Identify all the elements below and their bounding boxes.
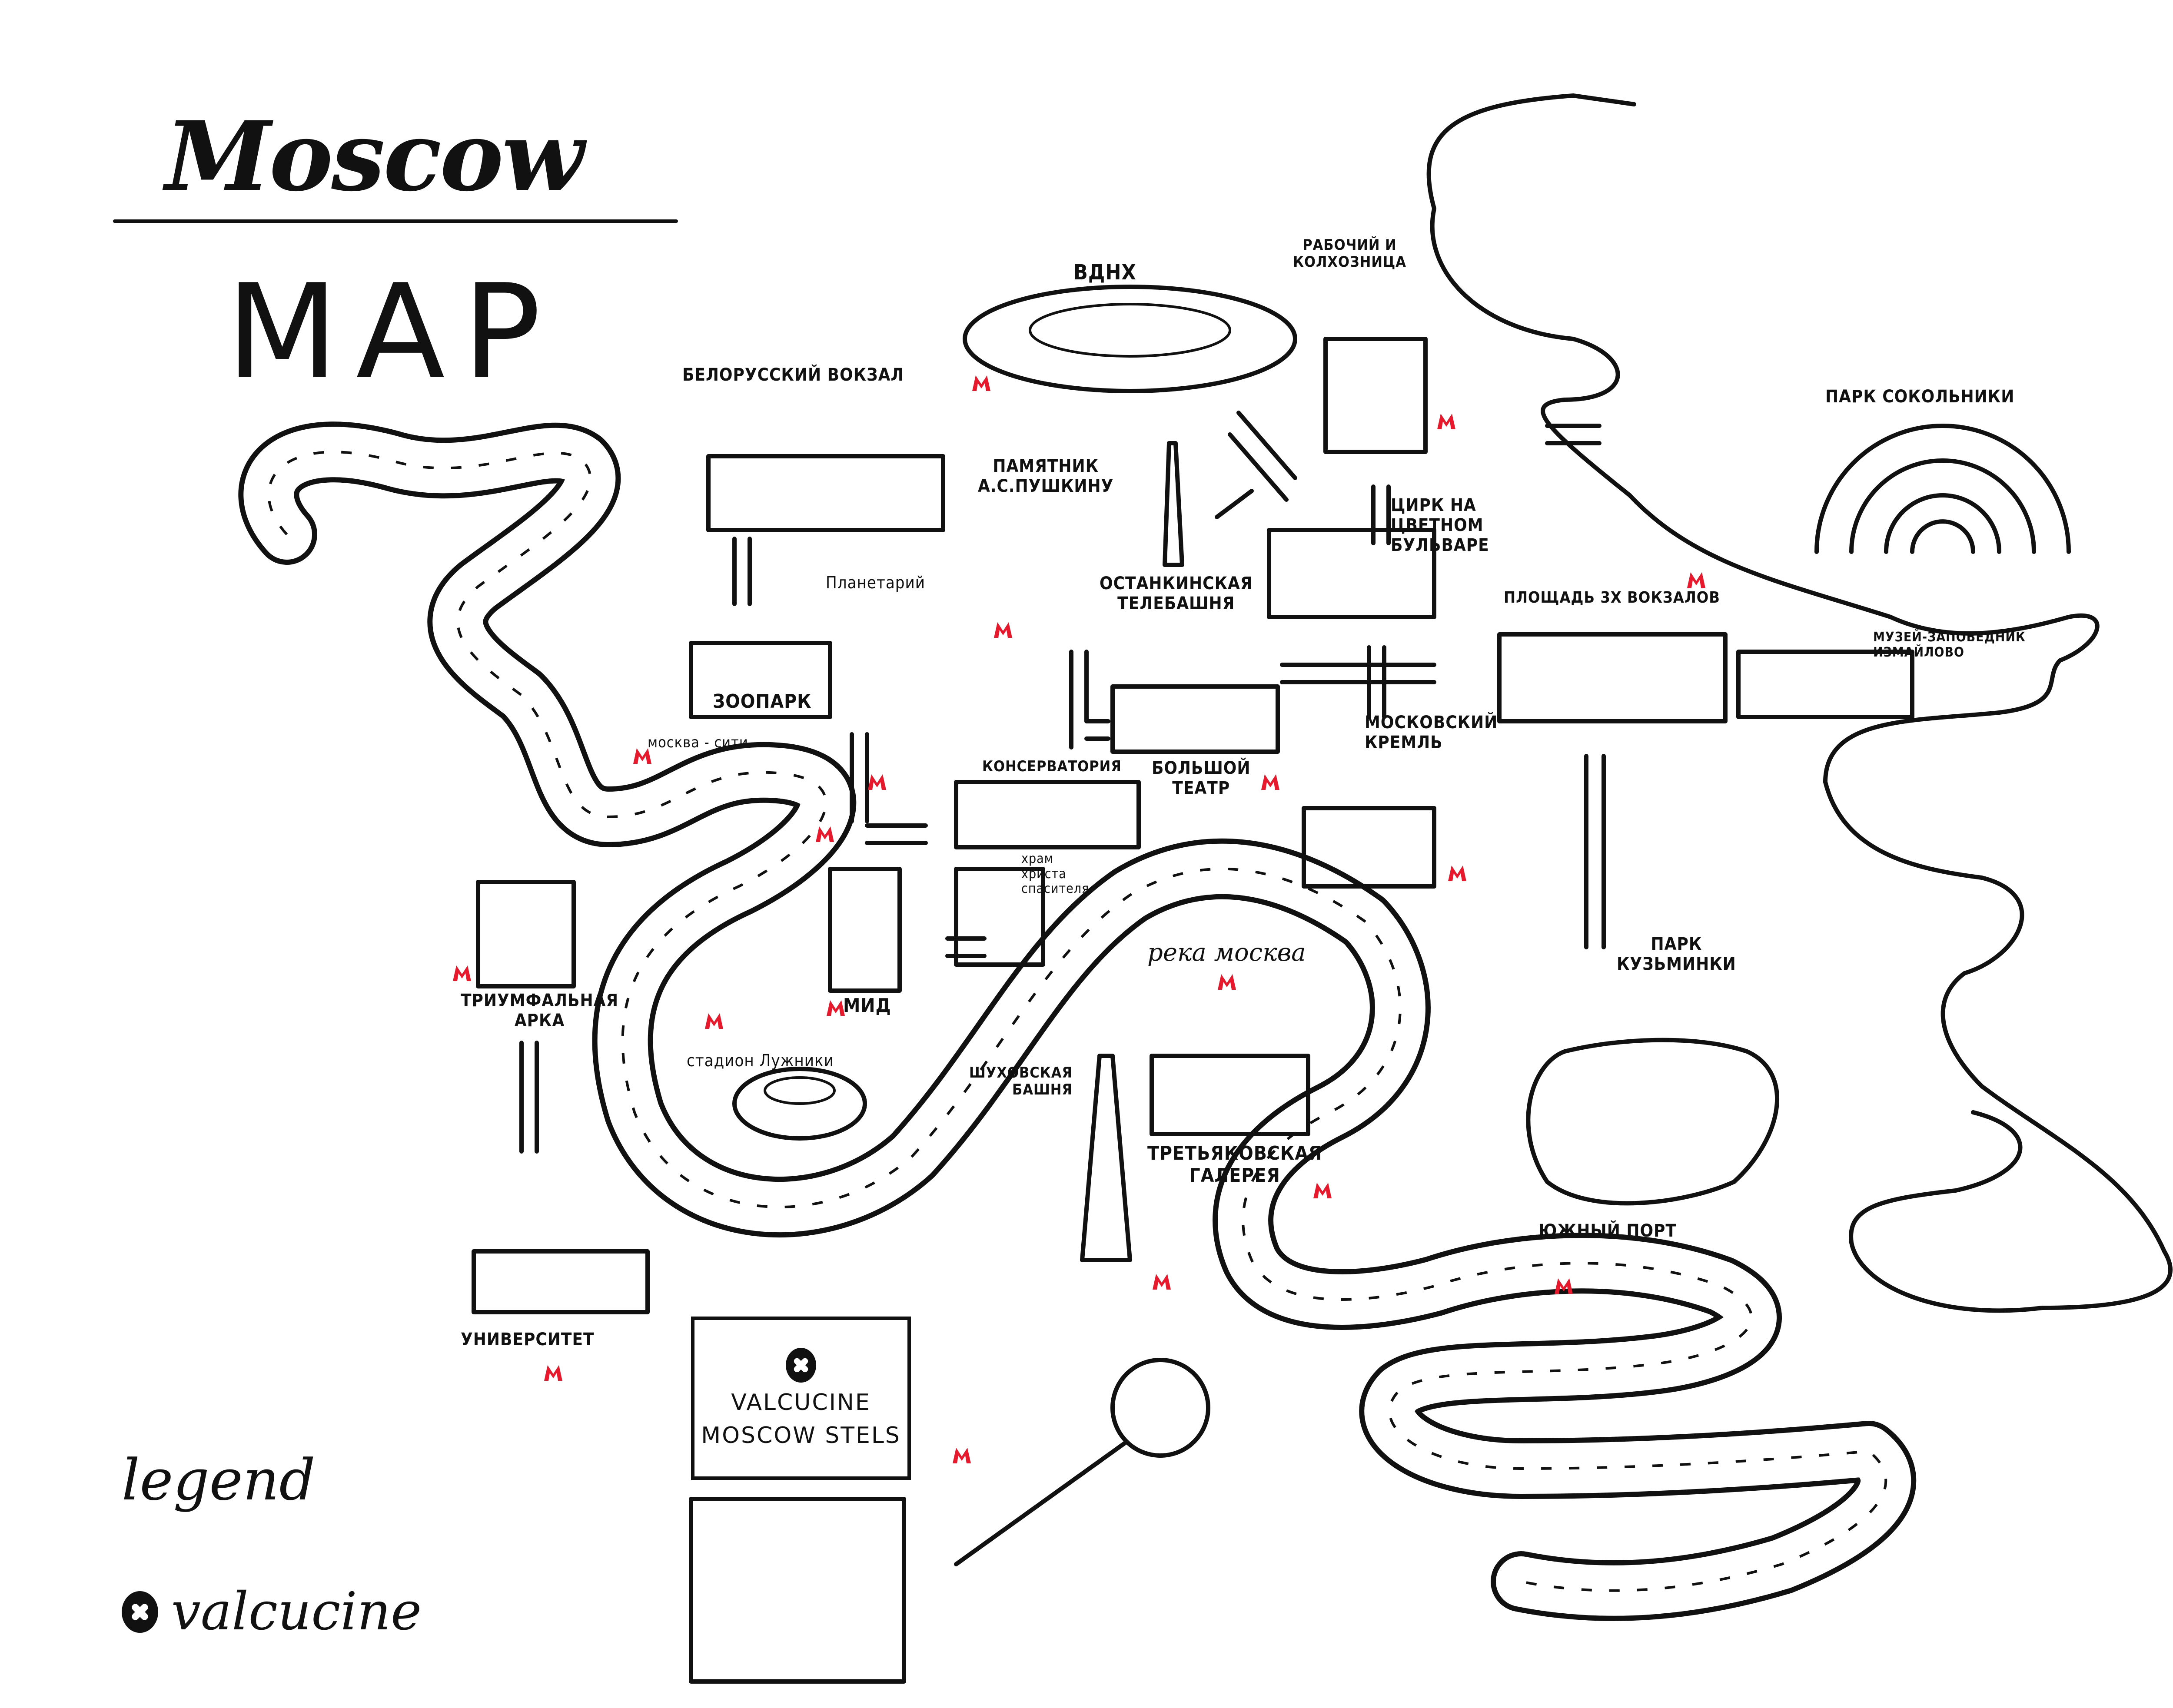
label-conservatory[interactable]: КОНСЕРВАТОРИЯ [982,758,1122,775]
metro-m-icon[interactable] [1217,973,1237,991]
title-map: MAP [226,256,558,408]
legend-title: legend [122,1447,316,1513]
metro-m-icon[interactable] [452,965,472,982]
triumphal-arch-drawing [476,880,576,988]
zoo-drawing [689,641,832,719]
label-tretyakov[interactable]: ТРЕТЬЯКОВСКАЯ ГАЛЕРЕЯ [1147,1142,1322,1187]
vdnh-drawing [963,285,1297,393]
label-izmailovo[interactable]: МУЗЕЙ-ЗАПОВЕДНИК ИЗМАЙЛОВО [1873,630,2026,660]
metro-m-icon[interactable] [971,375,991,392]
label-three-stations[interactable]: ПЛОЩАДЬ 3Х ВОКЗАЛОВ [1504,589,1720,607]
bolshoi-drawing [1110,684,1280,754]
metro-m-icon[interactable] [1686,571,1706,589]
sokolniki-arches-drawing [1814,424,2071,554]
valcucine-mark-icon [786,1348,816,1383]
title-divider [113,219,678,223]
streets [519,411,1606,1154]
legend-item-label: valcucine [171,1582,422,1642]
label-bolshoi[interactable]: БОЛЬШОЙ ТЕАТР [1152,758,1251,798]
metro-m-icon[interactable] [1152,1273,1172,1290]
label-zoo[interactable]: ЗООПАРК [713,690,812,713]
conservatory-drawing [954,780,1141,849]
luzhniki-stadium-drawing [732,1067,867,1141]
label-kuzminki[interactable]: ПАРК КУЗЬМИНКИ [1617,934,1736,974]
label-triumphal-arch[interactable]: ТРИУМФАЛЬНАЯ АРКА [461,991,619,1031]
metro-m-icon[interactable] [1260,773,1280,791]
izmailovo-drawing [1736,650,1914,719]
valcucine-mark-icon [122,1591,158,1633]
metro-m-icon[interactable] [632,747,652,765]
park-boundary [1426,93,2173,1313]
moskva-river [238,421,1917,1621]
label-kremlin[interactable]: МОСКОВСКИЙ КРЕМЛЬ [1365,713,1498,753]
three-stations-drawing [1497,632,1728,723]
label-shukhov[interactable]: ШУХОВСКАЯ БАШНЯ [969,1064,1073,1099]
metro-m-icon[interactable] [826,999,846,1017]
metro-m-icon[interactable] [704,1012,724,1030]
label-south-port[interactable]: ЮЖНЫЙ ПОРТ [1538,1221,1677,1241]
kremlin-drawing [1302,806,1436,889]
metro-m-icon[interactable] [1312,1182,1332,1199]
metro-m-icon[interactable] [1436,413,1456,430]
label-university[interactable]: УНИВЕРСИТЕТ [461,1330,595,1350]
label-ostankino[interactable]: ОСТАНКИНСКАЯ ТЕЛЕБАШНЯ [1100,574,1253,614]
worker-kolkhoz-drawing [1323,337,1428,454]
valcucine-building-drawing [689,1497,906,1684]
mid-drawing [828,867,902,993]
circus-drawing [1267,528,1436,619]
metro-m-icon[interactable] [815,826,835,843]
shukhov-tower-drawing [1080,1054,1132,1262]
university-drawing [472,1249,650,1314]
metro-m-icon[interactable] [1447,865,1467,882]
label-pushkin[interactable]: ПАМЯТНИК А.С.ПУШКИНУ [978,456,1114,496]
tretyakov-drawing [1150,1054,1310,1136]
valcucine-line2: MOSCOW STELS [701,1423,901,1449]
label-luzhniki[interactable]: стадион Лужники [687,1051,834,1070]
belorussky-station-drawing [706,454,945,532]
valcucine-line1: VALCUCINE [731,1390,871,1416]
label-vdnh[interactable]: ВДНХ [1073,260,1136,285]
label-circus[interactable]: ЦИРК НА ЦВЕТНОМ БУЛЬВАРЕ [1391,495,1489,555]
christ-saviour-drawing [954,867,1045,967]
metro-m-icon[interactable] [543,1364,563,1382]
metro-m-icon[interactable] [952,1447,972,1464]
label-worker-kolkhoz[interactable]: РАБОЧИЙ И КОЛХОЗНИЦА [1293,236,1406,271]
kuzminki-pond [1526,1038,1780,1206]
label-sokolniki[interactable]: ПАРК СОКОЛЬНИКИ [1825,387,2015,407]
label-mid[interactable]: МИД [843,995,891,1017]
title-script: Moscow [165,100,584,212]
legend-item-valcucine: valcucine [122,1582,422,1642]
valcucine-store-box[interactable]: VALCUCINE MOSCOW STELS [691,1317,911,1480]
metro-m-icon[interactable] [993,621,1013,639]
label-christ-saviour[interactable]: храм христа спасителя [1021,851,1090,896]
river-label: река москва [1147,939,1306,967]
magnifier-drawing [1110,1358,1210,1458]
metro-m-icon[interactable] [867,773,887,791]
ostankino-tower-drawing [1163,441,1184,567]
label-planetarium[interactable]: Планетарий [826,573,925,592]
metro-m-icon[interactable] [1554,1277,1574,1295]
label-belorussky[interactable]: БЕЛОРУССКИЙ ВОКЗАЛ [682,365,904,385]
label-moscow-city[interactable]: москва - сити [648,734,748,751]
